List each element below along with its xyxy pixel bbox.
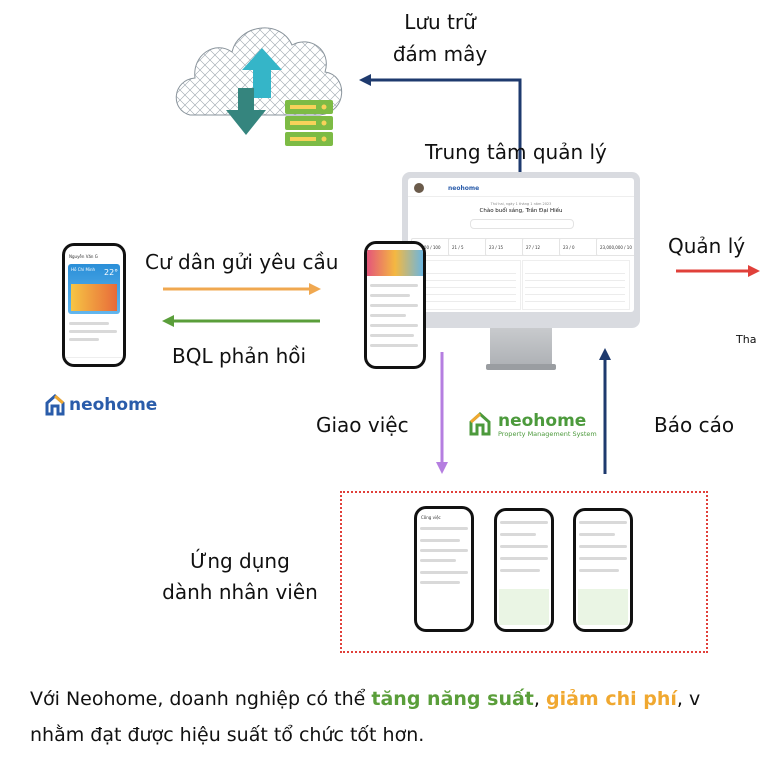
staff-phone-3: [573, 508, 633, 632]
dashboard-screen: neohome Thứ hai, ngày 1 tháng 1 năm 2023…: [408, 178, 634, 312]
manage-sub-label: Tha: [736, 333, 757, 346]
highlight-productivity: tăng năng suất: [371, 688, 534, 710]
cloud-label-line2: đám mây: [392, 42, 488, 66]
assign-label: Giao việc: [316, 413, 409, 437]
staff-phone-1: Công việc: [414, 506, 474, 632]
weather-banner: Hồ Chí Minh 22°: [68, 264, 120, 314]
dashboard-date: Thứ hai, ngày 1 tháng 1 năm 2023: [490, 202, 552, 206]
stat-card: 23 / 15: [485, 238, 525, 256]
monitor: neohome Thứ hai, ngày 1 tháng 1 năm 2023…: [402, 172, 640, 328]
arrow-assign: [436, 352, 448, 474]
house-icon: [45, 394, 65, 416]
paragraph-line1: Với Neohome, doanh nghiệp có thể tăng nă…: [30, 688, 701, 710]
dashboard-greeting: Chào buổi sáng, Trần Đại Hiếu: [479, 208, 563, 214]
banner-image: [367, 250, 423, 276]
avatar: [414, 183, 424, 193]
stat-card: 21 / 5: [448, 238, 488, 256]
center-label: Trung tâm quản lý: [425, 140, 607, 164]
arrow-report: [599, 348, 611, 474]
manager-phone: [364, 241, 426, 369]
cloud-storage-icon: [170, 10, 350, 160]
report-label: Báo cáo: [654, 413, 735, 437]
arrow-to-cloud: [359, 74, 522, 175]
cloud-label-line1: Lưu trữ: [404, 10, 476, 34]
house-icon: [469, 412, 491, 436]
staff-app-label-line1: Ứng dụng: [190, 549, 290, 573]
resident-user: Nguyễn Văn G: [69, 254, 98, 259]
staff-app-frame: [340, 491, 708, 653]
dashboard-search[interactable]: [470, 219, 574, 229]
neohome-logo-large: neohome Property Management System: [468, 408, 597, 444]
dashboard-brand: neohome: [448, 185, 480, 192]
resident-request-label: Cư dân gửi yêu cầu: [145, 250, 339, 274]
bql-reply-label: BQL phản hồi: [172, 344, 307, 368]
arrow-manage: [676, 265, 760, 277]
stat-card: 27 / 12: [522, 238, 562, 256]
stat-card: 23 / 0: [559, 238, 599, 256]
highlight-cost: giảm chi phí: [545, 688, 677, 710]
panel-right: [522, 260, 630, 310]
arrow-request: [163, 283, 321, 295]
stat-card: 23,000,000 / 10: [596, 238, 634, 256]
monitor-stand: [490, 328, 552, 366]
staff-phone-2: [494, 508, 554, 632]
monitor-base: [486, 364, 556, 370]
manage-label: Quản lý: [668, 234, 746, 258]
neohome-logo-small: neohome: [44, 392, 164, 418]
paragraph-line2: nhằm đạt được hiệu suất tổ chức tốt hơn.: [30, 724, 425, 746]
panel-left: [414, 260, 521, 310]
staff-app-label-line2: dành nhân viên: [162, 580, 318, 604]
arrow-reply: [162, 315, 320, 327]
resident-phone: Nguyễn Văn G Hồ Chí Minh 22°: [62, 243, 126, 367]
